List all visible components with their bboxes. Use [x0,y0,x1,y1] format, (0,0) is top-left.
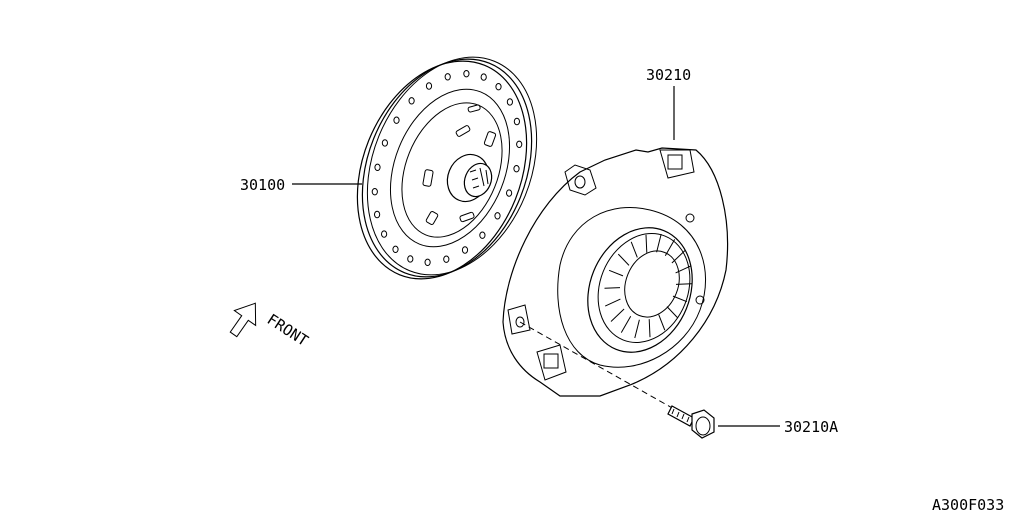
part-number-30100: 30100 [240,176,285,194]
part-number-30210: 30210 [646,66,691,84]
facing-rivet-holes [371,70,523,266]
bolt-axis-line [519,321,691,419]
part-number-30210a: 30210A [784,418,838,436]
diaphragm-fingers [604,233,692,339]
damper-springs [422,104,497,225]
diagram-code: A300F033 [932,496,1004,512]
front-arrow-icon [229,302,257,338]
front-label: FRONT [264,310,312,350]
clutch-disc-drawing [356,56,538,280]
pressure-plate-drawing [502,147,729,397]
bolt-drawing [667,405,715,439]
